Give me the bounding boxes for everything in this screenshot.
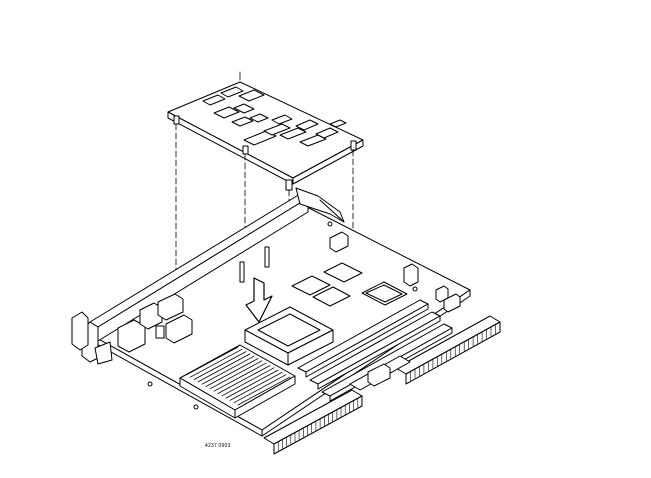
mezzanine-module (168, 72, 363, 190)
heatsink-fin (202, 356, 254, 384)
heatsink-fin (214, 363, 266, 391)
mezzanine-edge-right (293, 140, 363, 184)
heatsink (180, 345, 295, 418)
mezzanine-chips (203, 87, 346, 146)
heatsink-fin (238, 377, 290, 405)
heatsink-fin (234, 375, 286, 403)
heatsink-fin (218, 366, 270, 394)
heatsink-fin (230, 372, 282, 400)
heatsink-fin (190, 349, 242, 377)
heatsink-fin (198, 354, 250, 382)
front-connectors (118, 294, 192, 352)
heatsink-fin (226, 370, 278, 398)
ejector-handle-left (72, 312, 88, 350)
connector-pins (274, 322, 500, 453)
chipset (292, 263, 407, 306)
heatsink-fin (194, 352, 246, 380)
memory-sockets (298, 300, 452, 401)
processor-socket (245, 307, 333, 365)
install-arrow (246, 278, 272, 322)
figure-id-label: 4237 0903 (205, 443, 231, 449)
heatsink-fin (210, 361, 262, 389)
heatsink-fin (186, 347, 238, 375)
heatsink-fin (222, 368, 274, 396)
board-components (330, 232, 460, 386)
down-arrow-icon (246, 278, 272, 322)
heatsink-fin (206, 359, 258, 387)
heatsink-fins (186, 347, 290, 405)
mounting-holes (148, 222, 417, 409)
